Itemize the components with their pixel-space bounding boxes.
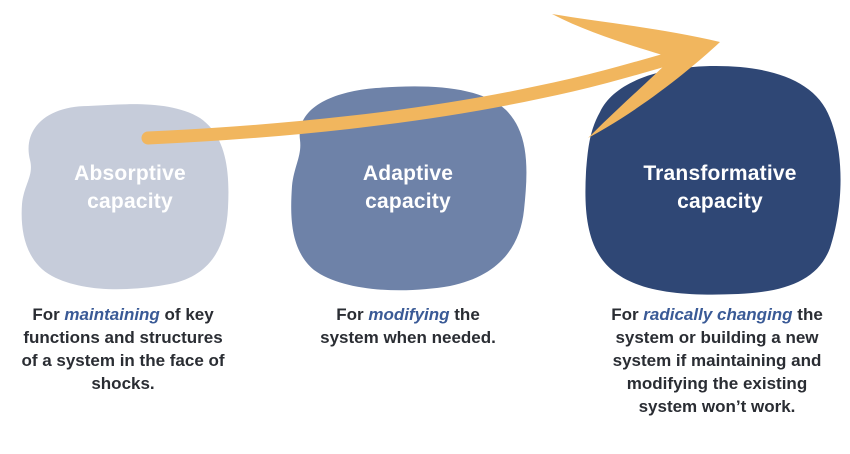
progression-arrow-head [552,14,720,138]
absorptive-emphasis: maintaining [64,305,160,324]
absorptive-title: Absorptive capacity [74,162,186,213]
adaptive-emphasis: modifying [368,305,450,324]
transformative-description: For radically changing the system or bui… [611,305,823,416]
progression-arrow-shaft [141,43,707,145]
absorptive-description: For maintaining of key functions and str… [21,305,225,393]
transformative-title: Transformative capacity [643,162,797,213]
adaptive-description: For modifying the system when needed. [320,305,496,347]
absorptive-blob [21,104,229,290]
adaptive-blob [291,86,527,291]
transformative-blob [585,66,841,295]
adaptive-title: Adaptive capacity [362,162,454,213]
transformative-emphasis: radically changing [643,305,793,324]
